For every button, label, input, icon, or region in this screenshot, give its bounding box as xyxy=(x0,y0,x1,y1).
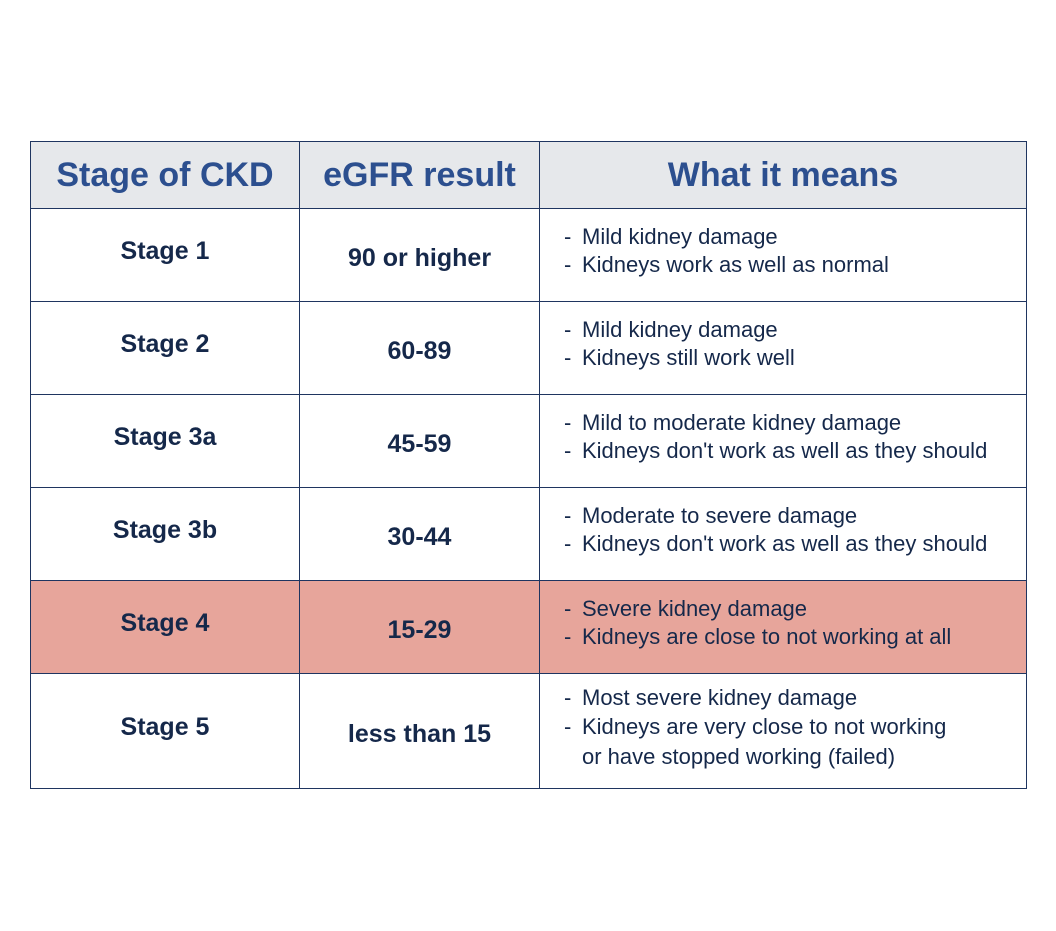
meaning-list: Severe kidney damage Kidneys are close t… xyxy=(564,595,1026,651)
meaning-list: Mild kidney damage Kidneys work as well … xyxy=(564,223,1026,279)
meaning-item: Severe kidney damage xyxy=(564,595,1026,623)
header-meaning: What it means xyxy=(539,141,1027,209)
meaning-cell: Most severe kidney damage Kidneys are ve… xyxy=(539,673,1027,789)
meaning-list: Mild kidney damage Kidneys still work we… xyxy=(564,316,1026,372)
meaning-item: Most severe kidney damage xyxy=(564,683,1026,713)
table-row: Stage 5 less than 15 Most severe kidney … xyxy=(30,673,1027,789)
egfr-value: 45-59 xyxy=(387,429,452,458)
table-row: Stage 1 90 or higher Mild kidney damage … xyxy=(30,208,1027,302)
stage-cell: Stage 1 xyxy=(30,208,300,302)
egfr-value: 60-89 xyxy=(387,336,452,365)
egfr-cell: less than 15 xyxy=(299,673,540,789)
egfr-cell: 90 or higher xyxy=(299,208,540,302)
meaning-list: Moderate to severe damage Kidneys don't … xyxy=(564,502,1026,558)
meaning-item: Mild to moderate kidney damage xyxy=(564,409,1026,437)
meaning-cell: Mild kidney damage Kidneys work as well … xyxy=(539,208,1027,302)
stage-cell: Stage 3a xyxy=(30,394,300,488)
meaning-item: Kidneys don't work as well as they shoul… xyxy=(564,437,1026,465)
meaning-cell: Mild to moderate kidney damage Kidneys d… xyxy=(539,394,1027,488)
meaning-item: Kidneys work as well as normal xyxy=(564,251,1026,279)
header-stage: Stage of CKD xyxy=(30,141,300,209)
table-header-row: Stage of CKD eGFR result What it means xyxy=(30,141,1027,209)
stage-label: Stage 5 xyxy=(120,712,210,741)
egfr-cell: 15-29 xyxy=(299,580,540,674)
meaning-item: Mild kidney damage xyxy=(564,316,1026,344)
egfr-value: 30-44 xyxy=(387,522,452,551)
table-row-highlighted: Stage 4 15-29 Severe kidney damage Kidne… xyxy=(30,580,1027,674)
egfr-cell: 45-59 xyxy=(299,394,540,488)
stage-label: Stage 3b xyxy=(112,515,218,544)
stage-cell: Stage 5 xyxy=(30,673,300,789)
table-row: Stage 2 60-89 Mild kidney damage Kidneys… xyxy=(30,301,1027,395)
egfr-value: less than 15 xyxy=(347,719,492,748)
meaning-item: Moderate to severe damage xyxy=(564,502,1026,530)
meaning-cell: Severe kidney damage Kidneys are close t… xyxy=(539,580,1027,674)
stage-cell: Stage 2 xyxy=(30,301,300,395)
meaning-item: Kidneys still work well xyxy=(564,344,1026,372)
egfr-value: 90 or higher xyxy=(347,243,492,272)
stage-label: Stage 4 xyxy=(120,608,210,637)
meaning-list: Mild to moderate kidney damage Kidneys d… xyxy=(564,409,1026,465)
stage-label: Stage 2 xyxy=(120,329,210,358)
stage-label: Stage 3a xyxy=(113,422,217,451)
egfr-cell: 60-89 xyxy=(299,301,540,395)
stage-cell: Stage 3b xyxy=(30,487,300,581)
meaning-list: Most severe kidney damage Kidneys are ve… xyxy=(564,683,1026,772)
ckd-stages-table: Stage of CKD eGFR result What it means S… xyxy=(30,141,1027,789)
meaning-item: Mild kidney damage xyxy=(564,223,1026,251)
stage-cell: Stage 4 xyxy=(30,580,300,674)
meaning-item: Kidneys don't work as well as they shoul… xyxy=(564,530,1026,558)
meaning-item-continuation: or have stopped working (failed) xyxy=(582,743,896,769)
header-egfr: eGFR result xyxy=(299,141,540,209)
meaning-item: Kidneys are close to not working at all xyxy=(564,623,1026,651)
egfr-cell: 30-44 xyxy=(299,487,540,581)
table-row: Stage 3b 30-44 Moderate to severe damage… xyxy=(30,487,1027,581)
stage-label: Stage 1 xyxy=(120,236,210,265)
meaning-cell: Moderate to severe damage Kidneys don't … xyxy=(539,487,1027,581)
table-row: Stage 3a 45-59 Mild to moderate kidney d… xyxy=(30,394,1027,488)
meaning-item: Kidneys are very close to not working xyxy=(564,712,1026,742)
meaning-cell: Mild kidney damage Kidneys still work we… xyxy=(539,301,1027,395)
egfr-value: 15-29 xyxy=(387,615,452,644)
